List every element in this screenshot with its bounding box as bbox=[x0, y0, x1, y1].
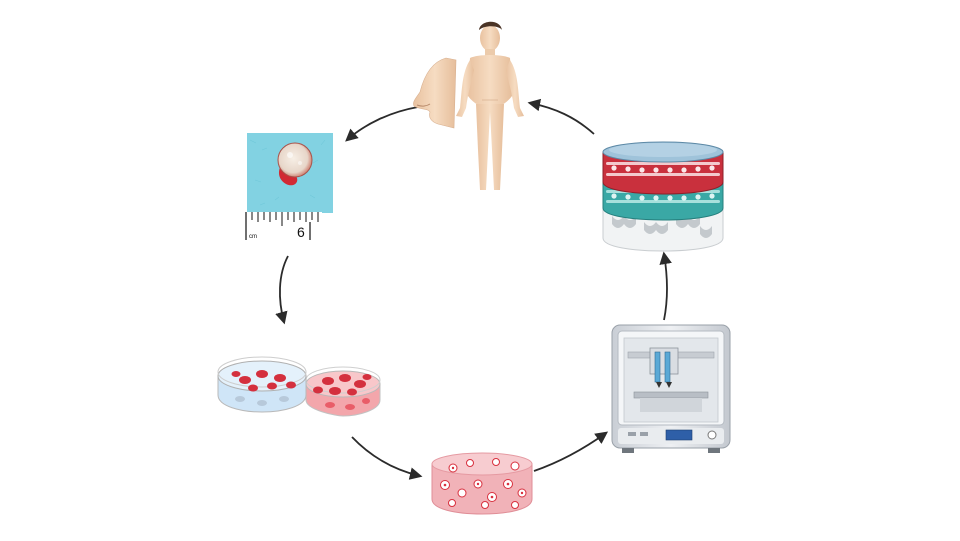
cycle-arrows bbox=[275, 98, 672, 480]
human-body-icon bbox=[456, 21, 524, 190]
cell-culture-dishes bbox=[217, 356, 381, 417]
human-donor-illustration bbox=[413, 21, 524, 190]
ruler-number: 6 bbox=[297, 224, 305, 240]
arrow-construct-to-donor bbox=[527, 98, 595, 135]
printer-display bbox=[665, 429, 693, 441]
3d-bioprinter bbox=[611, 324, 731, 453]
culture-dish-red bbox=[305, 366, 381, 417]
arrow-culture-to-hydrogel bbox=[351, 436, 423, 480]
arrow-donor-to-biopsy bbox=[345, 106, 419, 142]
print-head bbox=[649, 347, 679, 388]
cell-laden-hydrogel bbox=[431, 452, 533, 515]
arrow-hydrogel-to-printer bbox=[533, 431, 609, 472]
printer-knob bbox=[707, 430, 717, 440]
nasal-biopsy-sample: cm 6 bbox=[240, 133, 333, 240]
biopsy-tissue bbox=[277, 142, 313, 178]
culture-dish-blue bbox=[217, 356, 307, 413]
arrow-printer-to-construct bbox=[659, 251, 672, 321]
arrow-biopsy-to-culture bbox=[275, 255, 289, 325]
nose-profile bbox=[413, 57, 457, 129]
ruler-unit: cm bbox=[249, 234, 257, 240]
layered-printed-construct bbox=[602, 141, 724, 252]
ruler: cm 6 bbox=[240, 212, 322, 240]
